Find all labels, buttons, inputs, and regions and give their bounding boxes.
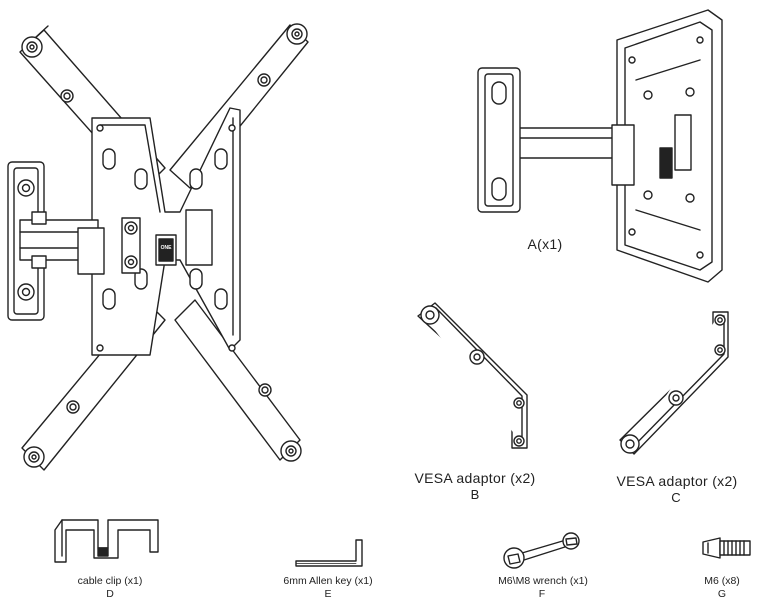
part-e-allen-key (295, 539, 363, 567)
part-c-vesa-adaptor (619, 311, 729, 455)
part-a-label: A(x1) (527, 236, 563, 252)
assembled-mount: ONE (7, 23, 309, 471)
part-e-label: 6mm Allen key (x1) (283, 575, 373, 587)
part-d-cable-clip (54, 519, 159, 563)
part-f-label: M6\M8 wrench (x1) (498, 575, 588, 587)
wall-plate-left (7, 161, 105, 321)
part-a-mount (477, 9, 723, 283)
back-plate: ONE (91, 107, 241, 356)
part-b-label: VESA adaptor (x2) (414, 470, 536, 486)
part-f-wrench (503, 532, 580, 569)
part-g-letter: G (717, 588, 727, 600)
part-b-vesa-adaptor (417, 302, 528, 449)
part-d-letter: D (106, 588, 114, 600)
part-f-letter: F (538, 588, 546, 600)
part-g-label: M6 (x8) (704, 575, 740, 587)
part-c-label: VESA adaptor (x2) (616, 473, 738, 489)
part-d-label: cable clip (x1) (77, 575, 143, 587)
part-b-letter: B (470, 487, 480, 502)
logo-mark: ONE (161, 245, 173, 251)
rail-holes (21, 23, 308, 468)
part-e-letter: E (324, 588, 332, 600)
part-g-screw (702, 537, 751, 559)
part-c-letter: C (671, 490, 681, 505)
